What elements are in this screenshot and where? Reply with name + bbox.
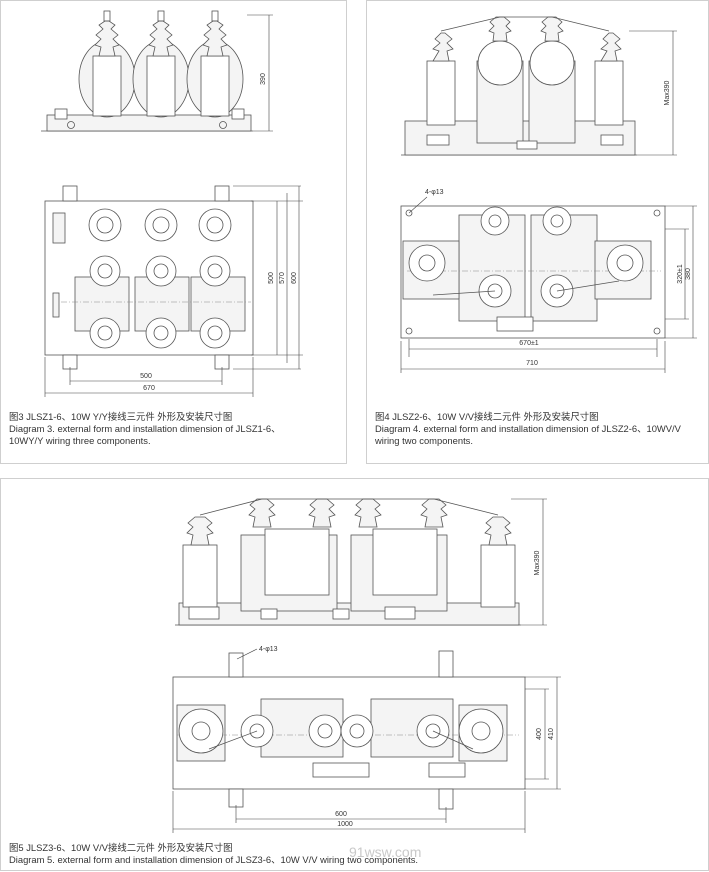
diagram-3-plan-view: 500 570 600 500 670 (44, 185, 303, 397)
diagram-4-dim-depth-outer: 380 (685, 268, 692, 280)
diagram-4-drawing: Max390 4-φ13 (400, 16, 697, 373)
diagram-5-caption-en: Diagram 5. external form and installatio… (9, 854, 419, 865)
diagram-5-drawing: Max390 4-φ13 (172, 498, 561, 860)
diagram-3-dim-width-mount: 500 (140, 373, 152, 380)
diagram-4-front-view: Max390 (401, 16, 677, 156)
diagram-3-bushing-1 (78, 10, 136, 118)
diagram-4-dim-width-total: 710 (526, 360, 538, 367)
diagram-3-front-view: 390 (41, 10, 273, 132)
diagram-4-dim-depth-inner: 320±1 (677, 264, 684, 284)
diagram-3-panel: 390 (0, 0, 347, 464)
diagram-3-dim-depth-outer: 600 (291, 272, 298, 284)
diagram-3-caption-cn: 图3 JLSZ1-6、10W Y/Y接线三元件 外形及安装尺寸图 (9, 411, 233, 422)
diagram-5-plan-view: 4-φ13 400 410 (172, 646, 561, 833)
diagram-4-caption-en-1: Diagram 4. external form and installatio… (375, 423, 681, 434)
diagram-4-dim-holes: 4-φ13 (425, 189, 444, 196)
diagram-5-dim-holes: 4-φ13 (259, 646, 278, 653)
diagram-4-caption: 图4 JLSZ2-6、10W V/V接线二元件 外形及安装尺寸图 Diagram… (375, 411, 681, 447)
diagram-4-dim-height: Max390 (664, 80, 671, 105)
diagram-5-caption: 图5 JLSZ3-6、10W V/V接线二元件 外形及安装尺寸图 Diagram… (9, 842, 418, 866)
diagram-3-terminal-row-bottom (89, 317, 231, 349)
diagram-4-caption-en-2: wiring two components. (375, 435, 473, 446)
diagram-4-plan-view: 4-φ13 320±1 3 (400, 189, 697, 373)
diagram-5-dim-depth-inner: 400 (536, 728, 543, 740)
diagram-5-dim-width-total: 1000 (337, 821, 353, 828)
diagram-3-dim-height: 390 (260, 73, 267, 85)
diagram-4-caption-cn: 图4 JLSZ2-6、10W V/V接线二元件 外形及安装尺寸图 (375, 411, 599, 422)
diagram-3-terminal-row-top (88, 208, 232, 242)
diagram-3-caption-en-1: Diagram 3. external form and installatio… (9, 423, 281, 434)
diagram-5-caption-cn: 图5 JLSZ3-6、10W V/V接线二元件 外形及安装尺寸图 (9, 842, 233, 853)
diagram-4-dim-width-mount: 670±1 (519, 340, 539, 347)
diagram-5-dim-width-mount: 600 (335, 811, 347, 818)
diagram-3-caption-en-2: 10WY/Y wiring three components. (9, 435, 151, 446)
watermark: 91wsw.com (349, 844, 421, 860)
diagram-3-bushing-3 (186, 10, 244, 118)
diagram-3-dim-width-total: 670 (143, 385, 155, 392)
diagram-5-panel: Max390 4-φ13 (0, 478, 709, 871)
diagram-3-bushing-2 (132, 10, 190, 118)
diagram-3-drawing: 390 (41, 10, 303, 397)
diagram-3-dim-depth-mid: 570 (279, 272, 286, 284)
diagram-4-panel: Max390 4-φ13 (366, 0, 709, 464)
diagram-3-dim-depth-inner: 500 (268, 272, 275, 284)
diagram-3-terminal-row-mid (89, 255, 231, 287)
diagram-5-dim-depth-outer: 410 (548, 728, 555, 740)
diagram-5-front-view: Max390 (175, 498, 547, 626)
diagram-3-caption: 图3 JLSZ1-6、10W Y/Y接线三元件 外形及安装尺寸图 Diagram… (9, 411, 280, 447)
diagram-5-dim-height: Max390 (534, 550, 541, 575)
